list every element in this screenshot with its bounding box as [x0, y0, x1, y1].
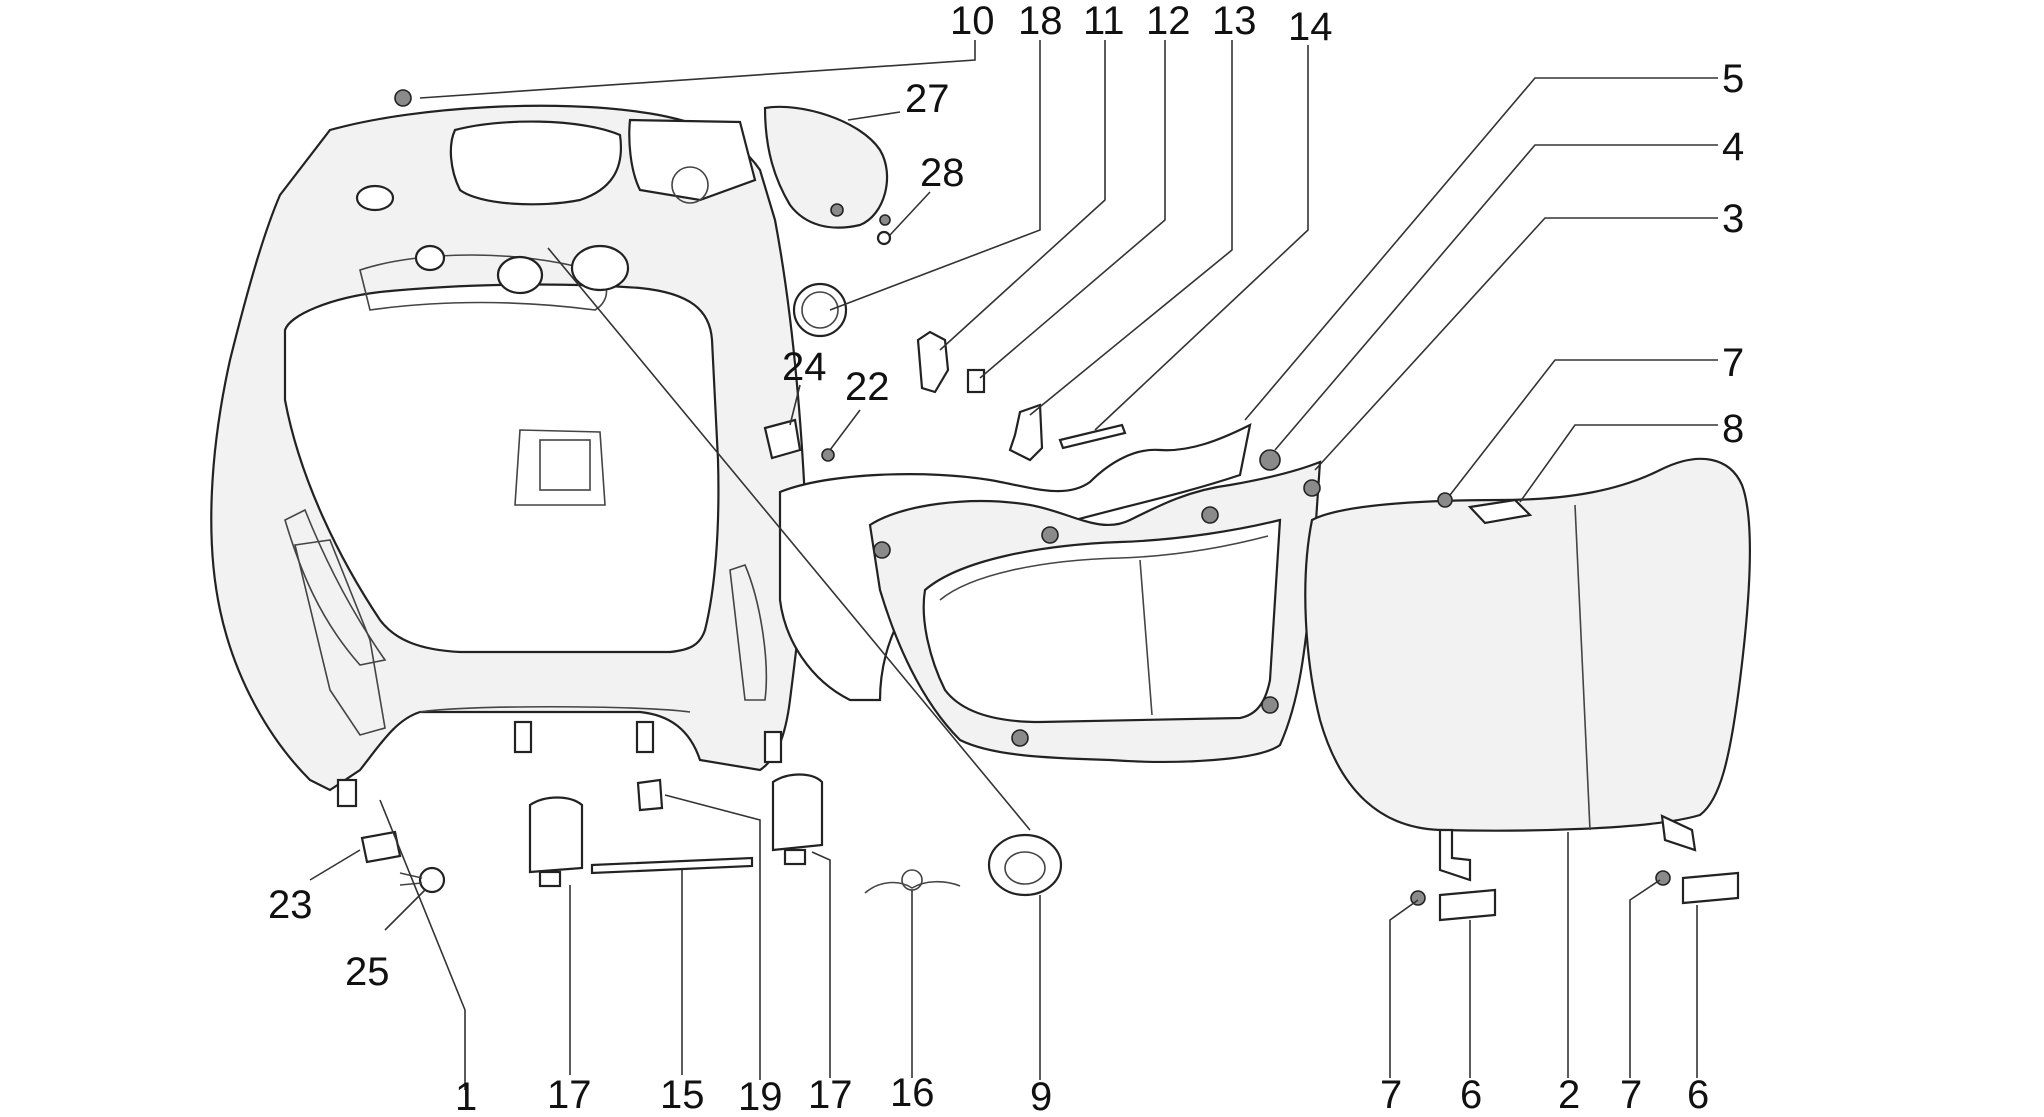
part-15-rod [590, 856, 754, 875]
part-18-grommet [792, 282, 848, 338]
leader-lines [309, 40, 1718, 1090]
label-3: 3 [1722, 197, 1744, 241]
part-17-hinge-right [771, 773, 824, 866]
part-12-nut [966, 368, 986, 394]
part-23-clip [360, 830, 402, 864]
part-3-inner-panel [868, 460, 1322, 763]
label-10: 10 [950, 0, 995, 43]
label-13: 13 [1212, 0, 1257, 43]
label-25: 25 [345, 950, 390, 994]
label-7-bottom-left: 7 [1380, 1073, 1402, 1117]
part-4-washer [1259, 449, 1281, 471]
label-24: 24 [782, 345, 827, 389]
label-15: 15 [660, 1073, 705, 1117]
label-11: 11 [1083, 0, 1125, 43]
part-10-screw [394, 89, 412, 107]
part-22-screw [821, 448, 835, 462]
part-7-screw-right [1655, 870, 1671, 886]
part-13-bracket [1008, 403, 1044, 462]
part-16-spring [864, 869, 961, 894]
part-25-screw [399, 866, 446, 894]
label-6-right: 6 [1687, 1073, 1709, 1117]
label-23: 23 [268, 883, 313, 927]
label-9: 9 [1030, 1075, 1052, 1117]
part-8-hinge [1467, 498, 1533, 525]
part-7-screw-top [1437, 492, 1453, 508]
label-18: 18 [1018, 0, 1063, 43]
label-27: 27 [905, 77, 950, 121]
label-7-top: 7 [1722, 341, 1744, 385]
label-7-bottom-right: 7 [1620, 1073, 1642, 1117]
part-7-screw-left [1410, 890, 1426, 906]
label-28: 28 [920, 151, 965, 195]
part-5-seal [778, 423, 1252, 702]
part-1-shield [210, 104, 807, 808]
label-16: 16 [890, 1071, 935, 1115]
part-14-pin [1058, 423, 1127, 450]
part-17-hinge-left [528, 796, 584, 888]
part-labels: 10 18 11 12 13 14 27 28 5 4 3 7 8 24 22 … [268, 0, 1744, 1117]
part-6-plate-right [1681, 871, 1740, 905]
part-6-plate-left [1438, 888, 1497, 922]
part-11-clip [916, 330, 950, 394]
part-19-clip [636, 778, 664, 812]
part-2-door [1304, 457, 1751, 882]
label-4: 4 [1722, 125, 1744, 169]
part-27-cover [763, 105, 891, 229]
label-8: 8 [1722, 407, 1744, 451]
label-19: 19 [738, 1075, 783, 1117]
label-12: 12 [1146, 0, 1191, 43]
label-17-right: 17 [808, 1073, 853, 1117]
part-9-lock [987, 833, 1063, 897]
part-24-clip [763, 418, 802, 460]
label-2: 2 [1558, 1073, 1580, 1117]
label-22: 22 [845, 365, 890, 409]
part-28-screw [876, 230, 892, 246]
label-17-left: 17 [547, 1073, 592, 1117]
label-5: 5 [1722, 57, 1744, 101]
label-1: 1 [455, 1075, 477, 1117]
label-6-left: 6 [1460, 1073, 1482, 1117]
label-14: 14 [1288, 5, 1333, 49]
